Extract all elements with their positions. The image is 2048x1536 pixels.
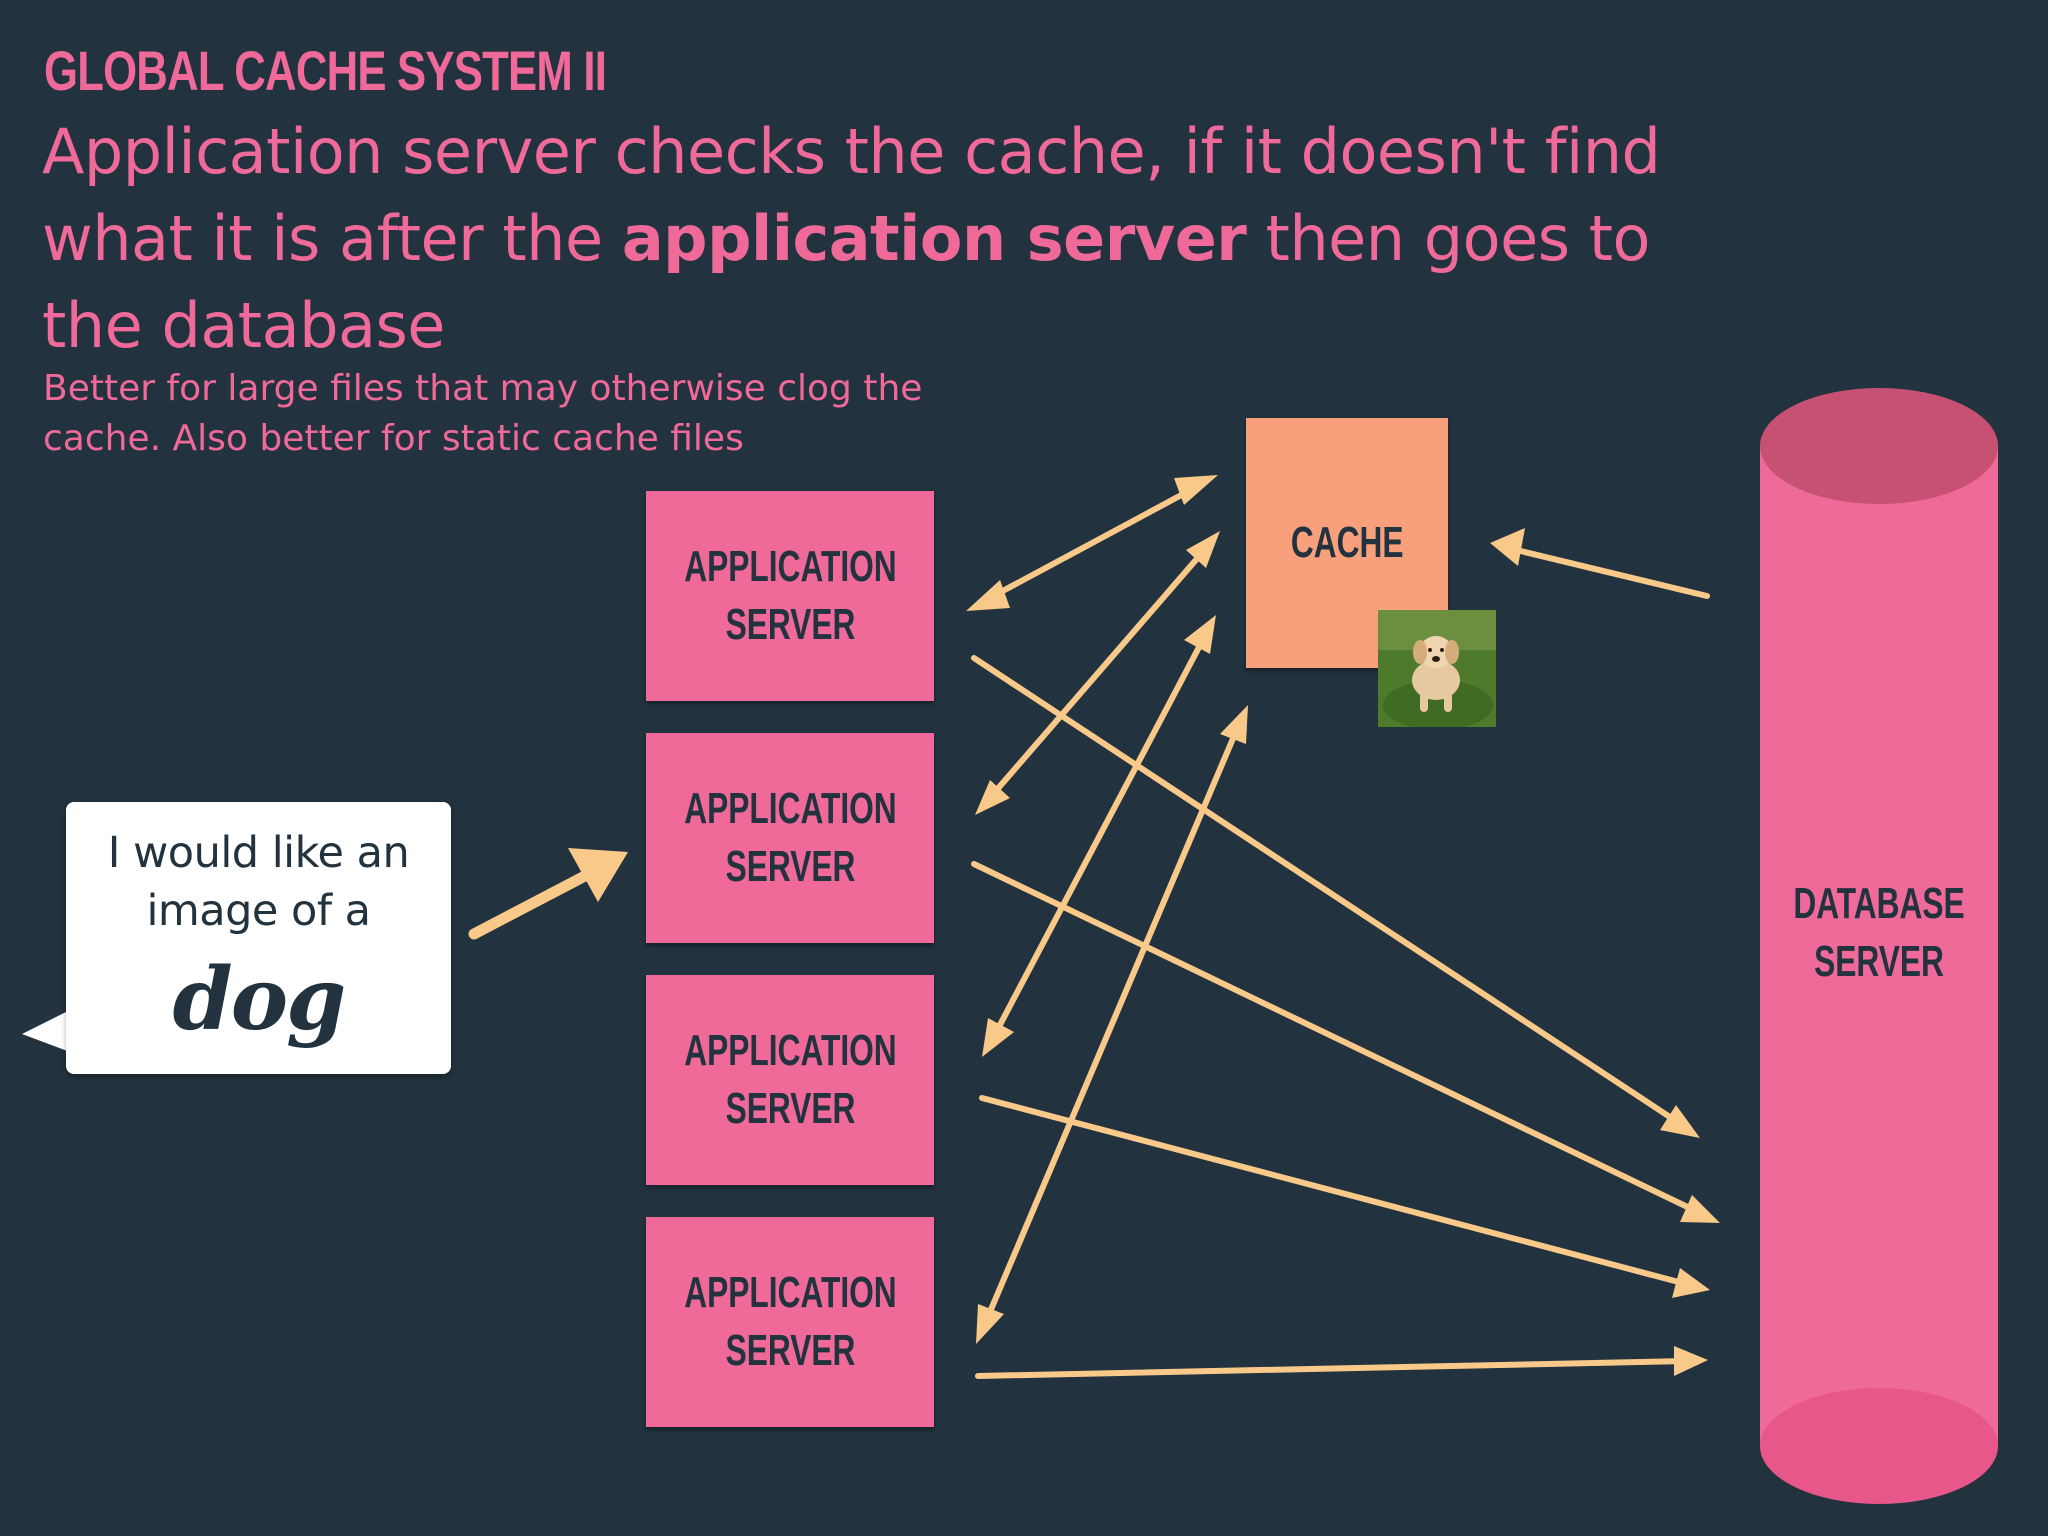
request-arrow (468, 860, 610, 940)
bubble-emphasis: dog (172, 949, 347, 1050)
dog-image (1378, 610, 1496, 727)
database-server-label: DATABASE SERVER (1793, 879, 1965, 986)
bubble-line-2: image of a (146, 886, 371, 936)
subtitle-text: Application server checks the cache, if … (42, 115, 1661, 275)
slide-note: Better for large files that may otherwis… (43, 368, 923, 459)
application-server-label: APPLICATION SERVER (683, 1026, 897, 1133)
app-db-arrows (971, 655, 1720, 1379)
app-cache-arrows (966, 475, 1248, 1344)
subtitle-emphasis: application server (621, 202, 1247, 275)
application-server-label: APPLICATION SERVER (683, 542, 897, 649)
cache-label: CACHE (1290, 518, 1404, 567)
db-to-cache-arrow (1505, 545, 1710, 599)
application-server-label: APPLICATION SERVER (683, 784, 897, 891)
bubble-text: I would like an image of a (66, 824, 451, 940)
bubble-line-1: I would like an (107, 828, 410, 878)
application-server-label: APPLICATION SERVER (683, 1268, 897, 1375)
db-to-cache-arrow-head (1490, 528, 1525, 566)
request-speech-bubble: I would like an image of a dog (66, 802, 451, 1074)
database-server: DATABASE SERVER (1760, 875, 1998, 991)
slide-subtitle: Application server checks the cache, if … (42, 108, 1682, 369)
application-server-2: APPLICATION SERVER (646, 733, 934, 943)
slide-title: GLOBAL CACHE SYSTEM II (44, 39, 607, 102)
application-server-1: APPLICATION SERVER (646, 491, 934, 701)
application-server-3: APPLICATION SERVER (646, 975, 934, 1185)
application-server-4: APPLICATION SERVER (646, 1217, 934, 1427)
subtitle-text-end: then goes to the database (42, 202, 1650, 362)
database-cylinder (1760, 388, 1998, 1504)
request-arrow-head (568, 848, 628, 902)
